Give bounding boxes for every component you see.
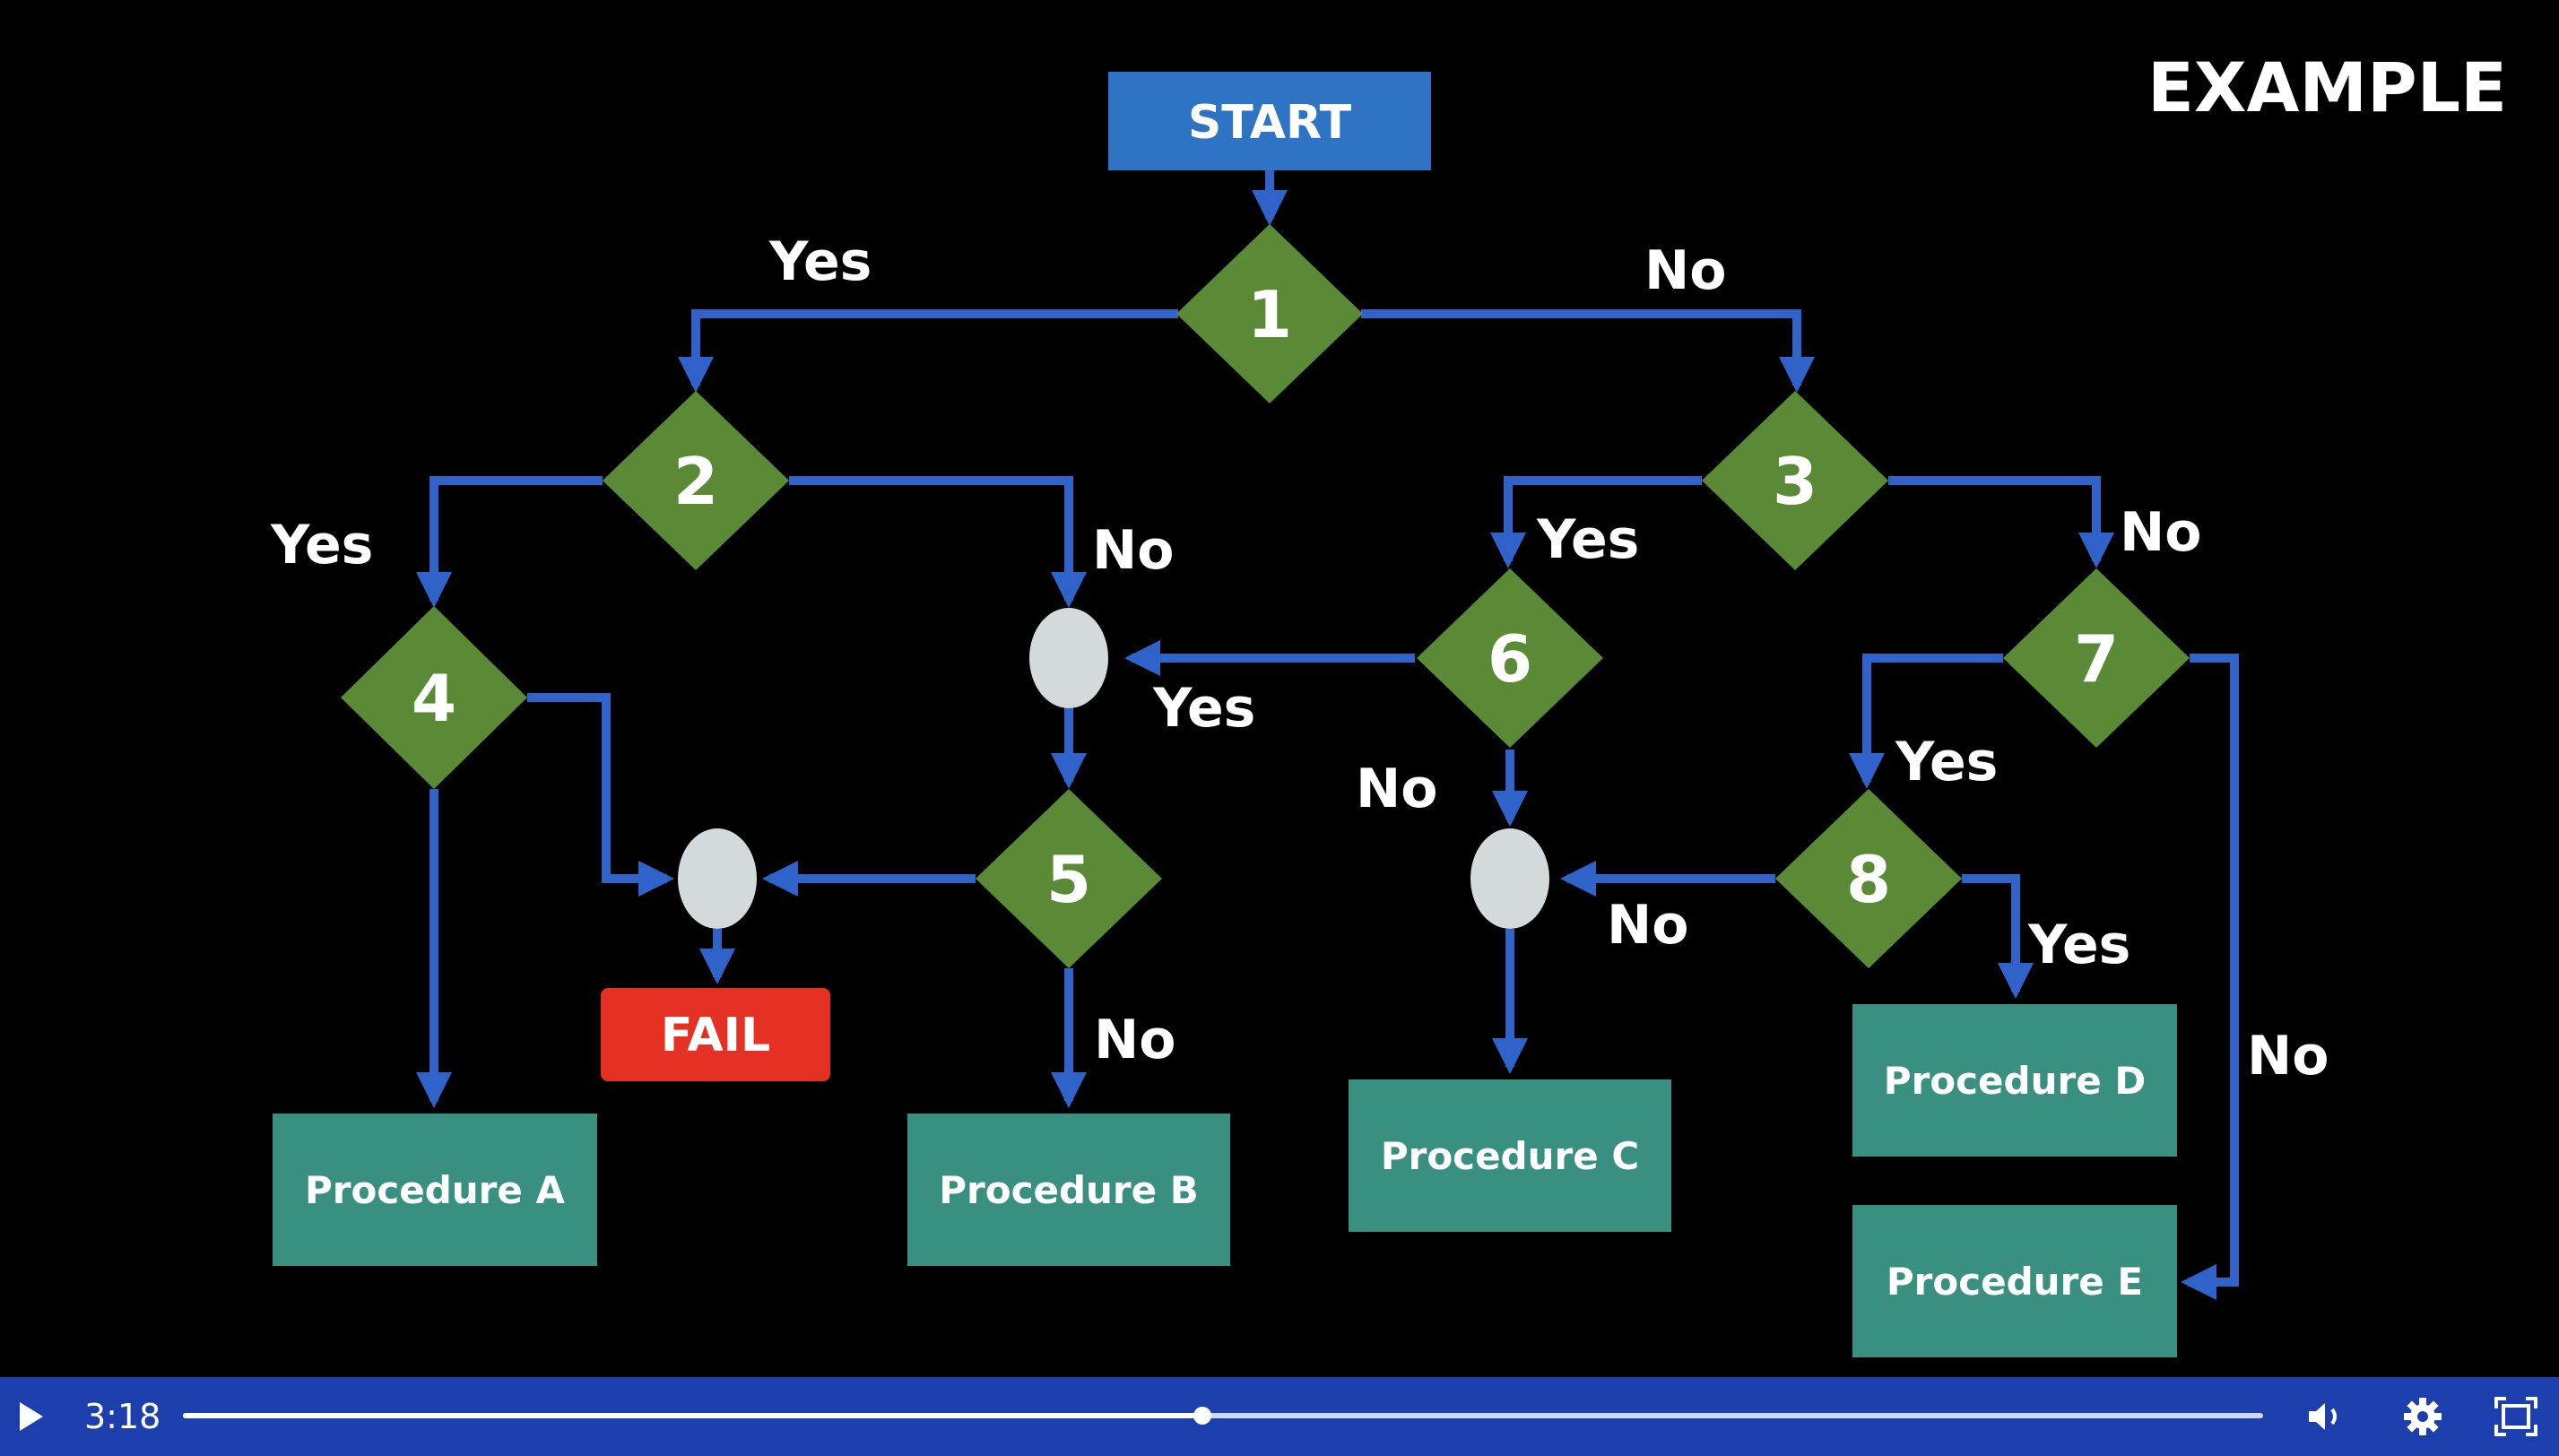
- procedure-d: Procedure D: [1852, 1004, 2177, 1157]
- arrow-3-to-6: [1490, 476, 1702, 568]
- start-node: START: [1108, 72, 1431, 170]
- volume-icon: [2309, 1403, 2337, 1430]
- decision-5: 5: [976, 789, 1162, 968]
- junction-2: [678, 828, 757, 929]
- decision-8: 8: [1775, 789, 1962, 968]
- arrow-8-to-procedure-d: [1962, 874, 2034, 999]
- progress-scrubber[interactable]: [1193, 1407, 1211, 1425]
- junction-3: [1470, 828, 1549, 929]
- connectors: [416, 169, 2239, 1300]
- edge-label-6-no: No: [1356, 758, 1437, 820]
- decision-7: 7: [2003, 568, 2190, 748]
- procedure-e-label: Procedure E: [1887, 1260, 2143, 1304]
- procedure-b: Procedure B: [907, 1114, 1230, 1266]
- procedure-d-label: Procedure D: [1884, 1059, 2146, 1103]
- video-player-controls: 3:18: [0, 1377, 2559, 1456]
- play-icon: [20, 1402, 43, 1431]
- decision-5-label: 5: [1046, 842, 1091, 917]
- procedure-a-label: Procedure A: [305, 1168, 566, 1212]
- decision-4: 4: [341, 606, 527, 789]
- procedure-c-label: Procedure C: [1381, 1134, 1639, 1178]
- decision-2-label: 2: [673, 444, 718, 519]
- play-button[interactable]: [4, 1390, 57, 1443]
- edge-label-1-yes: Yes: [768, 230, 872, 293]
- decision-6: 6: [1417, 568, 1603, 748]
- edge-label-5-no: No: [1094, 1009, 1175, 1071]
- arrow-4-to-junction-2: [527, 693, 674, 897]
- video-frame[interactable]: START 1 2 3 4 5 6 7 8 FAIL: [0, 0, 2559, 1377]
- decision-6-label: 6: [1488, 621, 1532, 697]
- decision-3-label: 3: [1773, 444, 1817, 519]
- decision-7-label: 7: [2074, 621, 2119, 697]
- fullscreen-button[interactable]: [2489, 1390, 2543, 1443]
- edge-label-1-no: No: [1644, 239, 1726, 302]
- edge-label-2-no: No: [1092, 519, 1174, 582]
- arrow-7-to-8: [1849, 654, 2003, 789]
- arrow-1-to-2: [678, 309, 1178, 393]
- edge-label-7-yes: Yes: [1895, 731, 1998, 793]
- arrow-2-to-4: [416, 476, 603, 608]
- decision-1-label: 1: [1247, 277, 1292, 352]
- edge-label-8-no: No: [1607, 894, 1688, 957]
- fail-label: FAIL: [661, 1009, 770, 1062]
- slide-title: EXAMPLE: [2147, 48, 2507, 127]
- edge-label-3-yes: Yes: [1536, 508, 1639, 571]
- fail-node: FAIL: [601, 988, 830, 1081]
- decision-1: 1: [1176, 224, 1363, 403]
- procedure-a: Procedure A: [273, 1114, 597, 1266]
- arrow-2-to-junction-1: [789, 476, 1087, 608]
- fullscreen-icon: [2494, 1397, 2537, 1436]
- arrow-3-to-7: [1888, 476, 2114, 568]
- edge-label-7-no: No: [2247, 1025, 2329, 1088]
- time-display: 3:18: [84, 1397, 161, 1436]
- procedure-c: Procedure C: [1349, 1079, 1671, 1232]
- decision-3: 3: [1702, 391, 1888, 570]
- edge-label-3-no: No: [2120, 501, 2201, 564]
- progress-bar[interactable]: [183, 1407, 2263, 1425]
- decision-4-label: 4: [412, 661, 456, 736]
- procedure-e: Procedure E: [1852, 1205, 2177, 1357]
- start-label: START: [1188, 96, 1352, 150]
- decision-2: 2: [603, 391, 789, 570]
- settings-gear-icon: [2404, 1398, 2442, 1435]
- edge-label-2-yes: Yes: [270, 514, 373, 576]
- decision-8-label: 8: [1846, 842, 1891, 917]
- progress-fill: [183, 1413, 1202, 1418]
- settings-button[interactable]: [2396, 1390, 2450, 1443]
- junction-1: [1029, 608, 1108, 708]
- volume-button[interactable]: [2301, 1390, 2355, 1443]
- edge-label-8-yes: Yes: [2027, 914, 2130, 976]
- flowchart: START 1 2 3 4 5 6 7 8 FAIL: [270, 48, 2507, 1357]
- edge-label-6-yes: Yes: [1152, 677, 1255, 740]
- arrow-7-to-procedure-e: [2181, 654, 2239, 1300]
- arrow-1-to-3: [1361, 309, 1815, 393]
- procedure-b-label: Procedure B: [939, 1168, 1199, 1212]
